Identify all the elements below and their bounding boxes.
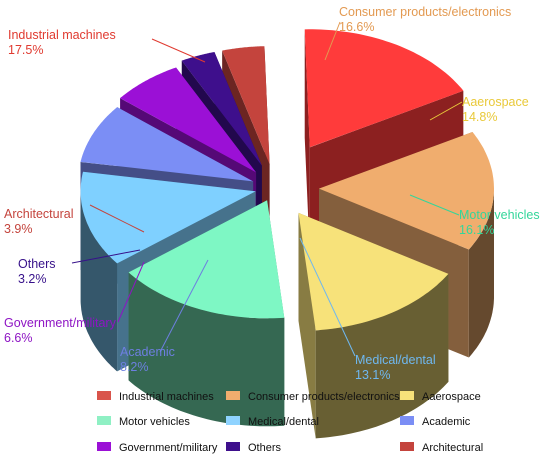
slice-value-label-0: 17.5% — [8, 43, 43, 57]
legend-swatch-3 — [97, 416, 111, 425]
slices-layer — [80, 29, 494, 439]
legend-swatch-8 — [400, 442, 414, 451]
slice-value-label-6: 6.6% — [4, 331, 33, 345]
slice-label-4: Medical/dental — [355, 353, 436, 367]
slice-1-side — [468, 188, 494, 358]
legend: Industrial machines Consumer products/ele… — [97, 391, 483, 454]
leader-line-6 — [117, 261, 145, 323]
slice-2-side — [315, 273, 449, 439]
slice-label-3: Motor vehicles — [459, 208, 540, 222]
legend-swatch-7 — [226, 442, 240, 451]
slice-4-side — [80, 191, 118, 372]
slice-label-7: Others — [18, 257, 56, 271]
legend-label-2: Aaerospace — [422, 391, 481, 403]
slice-4-top — [80, 171, 256, 264]
leader-line-3 — [409, 194, 460, 216]
slice-0-top — [304, 29, 464, 148]
slice-label-1: Consumer products/electronics — [339, 5, 511, 19]
slice-label-0: Industrial machines — [8, 28, 116, 42]
leader-line-2 — [429, 101, 463, 121]
leader-line-7 — [71, 249, 141, 264]
slice-label-6: Government/military — [4, 316, 117, 330]
slice-value-label-7: 3.2% — [18, 272, 47, 286]
leader-lines-layer — [71, 21, 463, 357]
leader-line-4 — [299, 237, 356, 357]
slice-label-8: Architectural — [4, 207, 73, 221]
legend-swatch-2 — [400, 391, 414, 400]
slice-3-side — [128, 272, 285, 427]
legend-label-1: Consumer products/electronics — [248, 391, 400, 403]
legend-label-7: Others — [248, 442, 282, 454]
legend-swatch-1 — [226, 391, 240, 400]
slice-7-top — [181, 52, 262, 166]
slice-3-top — [128, 200, 285, 319]
legend-label-0: Industrial machines — [119, 391, 214, 403]
legend-swatch-6 — [97, 442, 111, 451]
slice-value-label-4: 13.1% — [355, 368, 390, 382]
legend-label-5: Academic — [422, 416, 471, 428]
slice-5-top — [80, 107, 254, 182]
slice-2-cut-face-1 — [298, 212, 316, 439]
slice-value-label-2: 14.8% — [462, 110, 497, 124]
slice-value-label-5: 8.2% — [120, 360, 149, 374]
slice-value-label-3: 16.1% — [459, 223, 494, 237]
slice-value-label-8: 3.9% — [4, 222, 33, 236]
legend-label-4: Medical/dental — [248, 416, 319, 428]
slice-0-cut-face-0 — [304, 29, 310, 256]
slice-8-top — [222, 46, 270, 165]
slice-1-top — [319, 132, 494, 250]
legend-swatch-0 — [97, 391, 111, 400]
legend-swatch-4 — [226, 416, 240, 425]
slice-6-top — [120, 67, 257, 173]
slice-label-5: Academic — [120, 345, 175, 359]
legend-label-8: Architectural — [422, 442, 483, 454]
slice-label-2: Aaerospace — [462, 95, 529, 109]
leader-line-0 — [151, 38, 206, 63]
leader-line-5 — [159, 259, 209, 353]
legend-label-6: Government/military — [119, 442, 218, 454]
slice-value-label-1: 16.6% — [339, 20, 374, 34]
leader-line-1 — [324, 21, 341, 61]
legend-swatch-5 — [400, 416, 414, 425]
leader-line-8 — [89, 204, 145, 233]
legend-label-3: Motor vehicles — [119, 416, 190, 428]
slice-2-top — [298, 212, 449, 331]
